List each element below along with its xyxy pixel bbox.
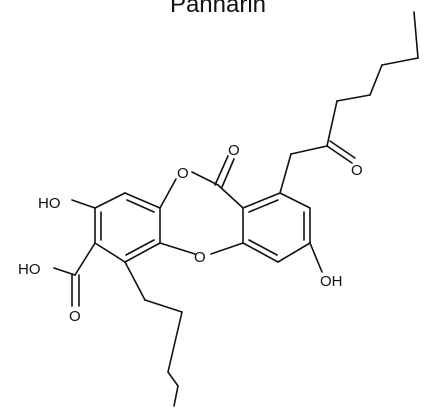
bond-left-ring-to-oxygen-bottom: [159, 242, 196, 255]
bond-pentyl-4: [167, 371, 179, 387]
bond-acid-carbon-to-hydroxyl: [53, 267, 76, 276]
left-benzene-ring: [94, 192, 161, 263]
bond-left-ring-3: [124, 242, 161, 263]
atom-labels: O O O O HO OH HO O: [18, 142, 363, 325]
label-ring-oxygen-top: O: [177, 165, 189, 182]
bond-chain-4: [336, 94, 371, 102]
bond-ketone-b: [329, 140, 356, 159]
bond-chain-2: [290, 145, 328, 155]
bond-pentyl-3: [167, 311, 183, 373]
right-benzene-ring: [242, 192, 311, 263]
bond-right-hydroxyl: [309, 242, 323, 273]
double-bond-left-ring-a: [126, 199, 155, 213]
bond-chain-5: [369, 64, 383, 96]
label-acid-carbonyl-oxygen: O: [69, 308, 81, 325]
bond-oxygen-bottom-to-right-ring: [210, 242, 244, 255]
bond-left-ring-4: [94, 242, 126, 263]
figure-title: Pannarin: [169, 0, 267, 18]
bond-ring-to-oxygen-top: [159, 178, 177, 209]
bond-pentyl-5: [173, 385, 179, 407]
hydroxyl-bonds: [71, 199, 323, 273]
bond-ring-to-acid-carbon: [74, 242, 96, 276]
bond-lactone-carbonyl-a: [214, 155, 229, 186]
bond-pentyl-2: [144, 299, 183, 313]
bond-left-ring-6: [94, 192, 126, 209]
label-ring-oxygen-bottom: O: [194, 249, 206, 266]
bond-right-ring-5: [242, 242, 279, 263]
oxoheptyl-chain: [279, 11, 419, 194]
bond-chain-7: [413, 11, 419, 59]
bond-chain-1: [279, 153, 292, 194]
bond-left-hydroxyl: [71, 199, 96, 209]
bond-carbonyl-carbon-to-right-ring: [217, 184, 244, 209]
label-acid-hydroxyl: HO: [18, 261, 41, 278]
bond-right-ring-4: [277, 242, 311, 263]
central-ring-bonds: [159, 155, 244, 255]
bond-right-ring-2: [279, 192, 311, 209]
bond-lactone-carbonyl-b: [221, 158, 235, 188]
bond-oxygen-top-to-carbonyl-carbon: [191, 171, 219, 186]
label-ketone-oxygen: O: [351, 162, 363, 179]
pentyl-chain: [124, 261, 183, 407]
bond-ketone-a: [326, 145, 353, 164]
double-bond-left-ring-b: [125, 239, 155, 256]
bond-chain-3: [326, 100, 338, 147]
label-hydroxyl-left: HO: [38, 195, 61, 212]
carboxylic-acid-bonds: [53, 242, 96, 307]
bond-pentyl-1: [124, 261, 146, 301]
double-bond-right-ring-a: [248, 199, 279, 213]
bond-right-ring-1: [242, 192, 281, 209]
label-hydroxyl-right: OH: [320, 273, 343, 290]
label-lactone-carbonyl-oxygen: O: [228, 142, 240, 159]
double-bond-right-ring-c: [248, 239, 278, 256]
bond-chain-6: [381, 57, 419, 66]
bond-left-ring-1: [124, 192, 161, 209]
